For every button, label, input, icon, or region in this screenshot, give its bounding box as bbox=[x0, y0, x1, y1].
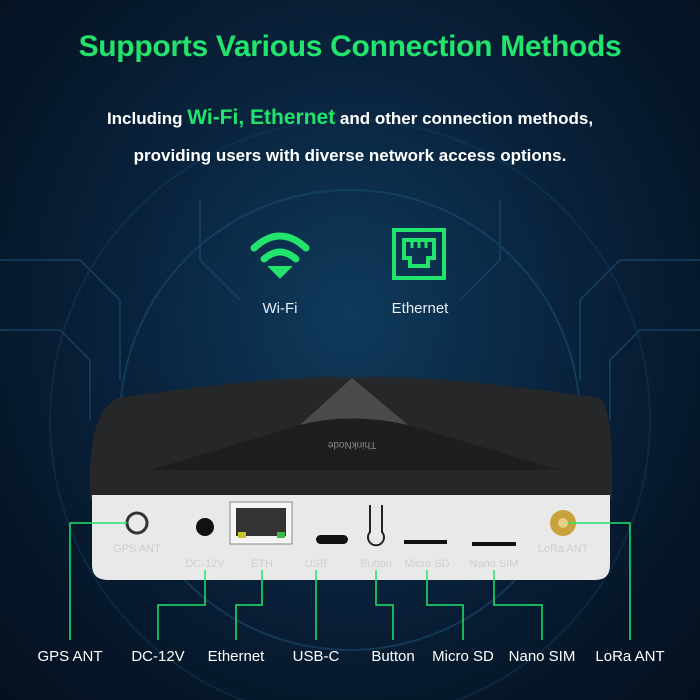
svg-text:DC-12V: DC-12V bbox=[185, 558, 225, 570]
callout-button: Button bbox=[371, 648, 415, 665]
nano-sim-slot bbox=[472, 542, 516, 546]
port-prints: GPS ANT DC-12V ETH USB Button Micro SD Nano … bbox=[113, 543, 588, 570]
subtitle-line-1: Including Wi-Fi, Ethernet and other conn… bbox=[106, 106, 594, 129]
callout-usb-c: USB-C bbox=[292, 648, 340, 665]
svg-text:Button: Button bbox=[360, 558, 392, 570]
brand-logo: ThinkNode bbox=[327, 439, 376, 450]
page-title: Supports Various Connection Methods bbox=[78, 30, 622, 63]
svg-text:Nano SIM: Nano SIM bbox=[470, 558, 519, 570]
usb-c-port bbox=[316, 535, 348, 544]
callout-ethernet: Ethernet bbox=[207, 648, 265, 665]
svg-text:LoRa ANT: LoRa ANT bbox=[538, 543, 589, 555]
device-body bbox=[92, 495, 610, 580]
micro-sd-slot bbox=[404, 540, 447, 544]
svg-text:Micro SD: Micro SD bbox=[404, 558, 449, 570]
ethernet-label: Ethernet bbox=[391, 300, 449, 317]
subtitle-line-2: providing users with diverse network acc… bbox=[133, 146, 567, 165]
callout-micro-sd: Micro SD bbox=[432, 648, 494, 665]
ethernet-icon bbox=[392, 228, 446, 280]
callout-lines bbox=[69, 522, 631, 640]
callout-gps-ant: GPS ANT bbox=[37, 648, 103, 665]
dc-port bbox=[196, 518, 214, 536]
callout-dc-12v: DC-12V bbox=[131, 648, 185, 665]
wifi-label: Wi-Fi bbox=[262, 300, 298, 317]
wifi-icon bbox=[250, 232, 310, 279]
svg-text:ETH: ETH bbox=[251, 558, 273, 570]
svg-text:USB: USB bbox=[305, 558, 328, 570]
svg-text:GPS ANT: GPS ANT bbox=[113, 543, 161, 555]
button bbox=[367, 505, 385, 547]
callout-lora-ant: LoRa ANT bbox=[595, 648, 665, 665]
callout-nano-sim: Nano SIM bbox=[508, 648, 576, 665]
